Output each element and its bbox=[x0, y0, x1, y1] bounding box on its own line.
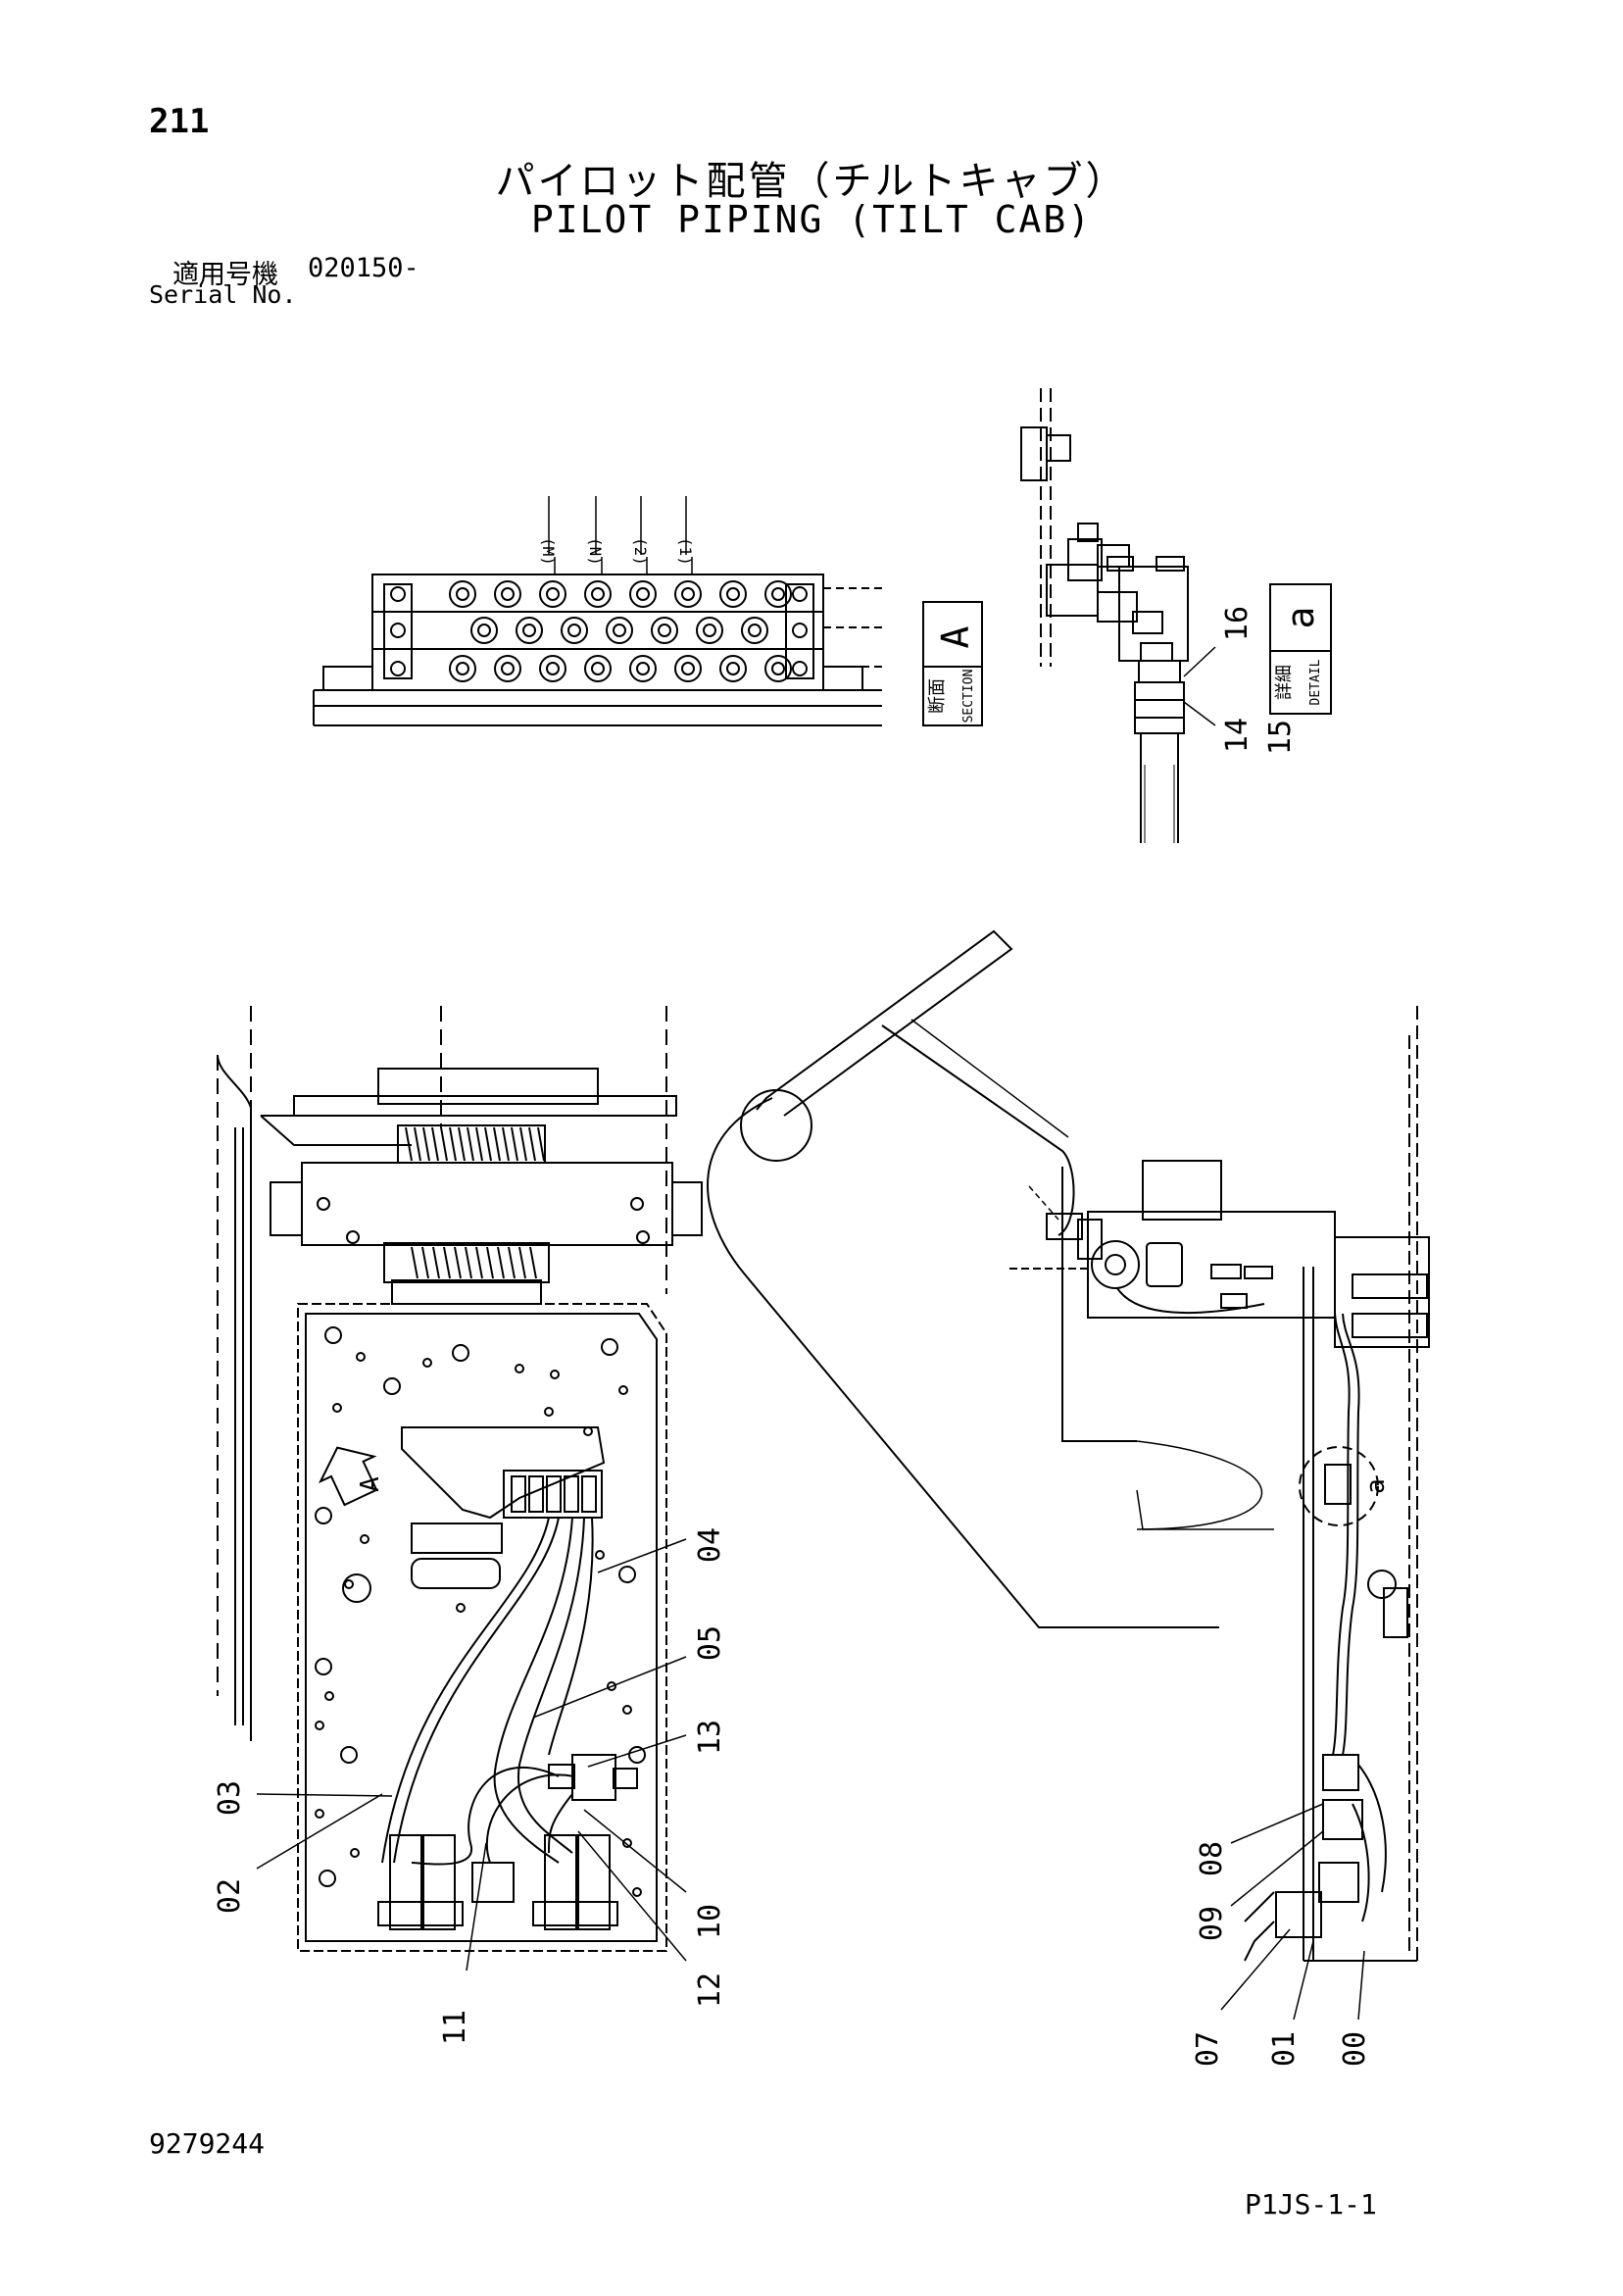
callout-08: 08 bbox=[1195, 1841, 1229, 1876]
page-title-english: PILOT PIPING (TILT CAB) bbox=[530, 198, 1093, 241]
port-labels: (M) (N) (2) (1) bbox=[539, 537, 695, 566]
detail-label-english: DETAIL bbox=[1308, 659, 1323, 705]
leader-lines bbox=[256, 1538, 1365, 2021]
callout-15: 15 bbox=[1263, 720, 1298, 755]
page-title-japanese: パイロット配管（チルトキャブ） bbox=[495, 159, 1128, 204]
cab-side-view bbox=[707, 929, 1430, 1962]
callout-numbers: 16 14 15 04 05 13 03 02 10 12 11 08 09 0… bbox=[213, 606, 1372, 2067]
callout-07: 07 bbox=[1191, 2031, 1225, 2067]
callout-12: 12 bbox=[693, 1972, 727, 2008]
callout-13: 13 bbox=[693, 1720, 727, 1755]
section-arrow-letter: A bbox=[356, 1476, 385, 1492]
detail-label-japanese: 詳細 bbox=[1274, 665, 1295, 700]
detail-letter: a bbox=[1279, 607, 1322, 629]
detail-a-view bbox=[1020, 388, 1216, 843]
detail-a-label-box bbox=[1269, 583, 1332, 715]
callout-01: 01 bbox=[1267, 2031, 1302, 2067]
cab-floor-plan-view bbox=[217, 1006, 703, 1952]
page-code: P1JS-1-1 bbox=[1245, 2188, 1377, 2221]
callout-09: 09 bbox=[1195, 1906, 1229, 1941]
callout-16: 16 bbox=[1220, 606, 1254, 641]
callout-03: 03 bbox=[213, 1780, 247, 1816]
valve-block-section-view bbox=[313, 496, 887, 726]
port-label: (2) bbox=[631, 537, 650, 566]
section-label-japanese: 断面 bbox=[927, 678, 948, 714]
callout-11: 11 bbox=[438, 2010, 472, 2045]
callout-02: 02 bbox=[213, 1878, 247, 1914]
section-letter: A bbox=[934, 625, 977, 648]
serial-label-japanese: 適用号機 bbox=[172, 260, 278, 290]
callout-05: 05 bbox=[693, 1625, 727, 1661]
serial-value: 020150- bbox=[308, 253, 419, 283]
detail-circle-letter: a bbox=[1361, 1478, 1391, 1494]
document-number: 9279244 bbox=[149, 2127, 266, 2160]
section-label-english: SECTION bbox=[961, 670, 976, 724]
port-label: (M) bbox=[539, 537, 558, 566]
page-number: 211 bbox=[149, 102, 210, 141]
callout-04: 04 bbox=[693, 1527, 727, 1563]
callout-00: 00 bbox=[1338, 2031, 1372, 2067]
section-a-label-box bbox=[922, 601, 983, 726]
callout-10: 10 bbox=[693, 1904, 727, 1939]
port-label: (N) bbox=[586, 537, 605, 566]
serial-label-english: Serial No. bbox=[149, 280, 297, 309]
callout-14: 14 bbox=[1220, 718, 1254, 753]
detail-a-label: a 詳細 DETAIL bbox=[1274, 607, 1323, 706]
section-a-label: A 断面 SECTION bbox=[927, 625, 977, 723]
port-label: (1) bbox=[676, 537, 695, 566]
